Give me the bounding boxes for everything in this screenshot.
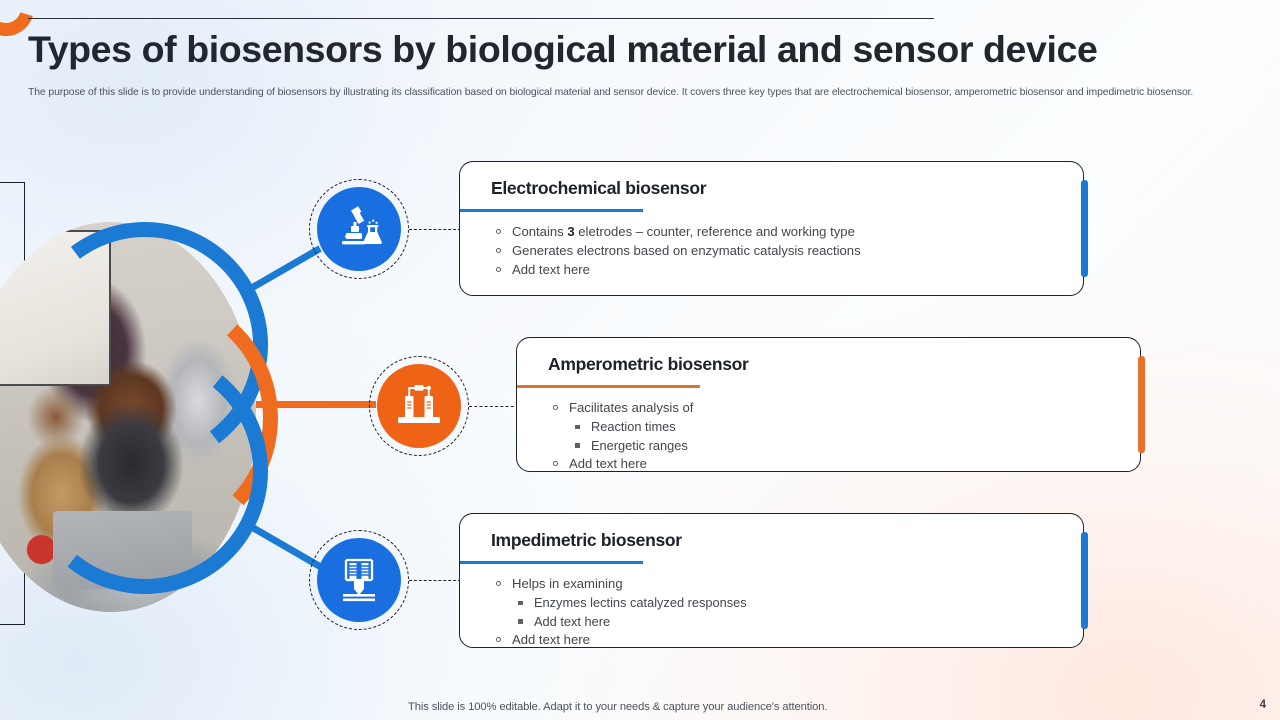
list-item: Contains 3 eletrodes – counter, referenc…: [460, 223, 1083, 241]
node-amperometric[interactable]: [369, 356, 469, 456]
card-impedimetric[interactable]: Impedimetric biosensor Helps in examinin…: [459, 513, 1088, 649]
page-subtitle: The purpose of this slide is to provide …: [28, 87, 1194, 98]
card-title: Electrochemical biosensor: [491, 178, 707, 198]
team-collaboration-photo: [0, 222, 256, 612]
footer-note: This slide is 100% editable. Adapt it to…: [408, 701, 828, 713]
card-bullet-list: Facilitates analysis of Reaction times E…: [517, 399, 1140, 473]
card-title-divider: [460, 561, 643, 565]
header-divider-rule: [28, 18, 934, 19]
card-accent-bar: [1138, 356, 1145, 453]
card-accent-bar: [1081, 180, 1088, 277]
photo-window-detail: [0, 229, 111, 386]
card-bullet-list: Contains 3 eletrodes – counter, referenc…: [460, 223, 1083, 279]
node-electrochemical[interactable]: [309, 179, 409, 279]
list-item: Generates electrons based on enzymatic c…: [460, 242, 1083, 260]
connector-line-2: [469, 406, 519, 407]
card-electrochemical[interactable]: Electrochemical biosensor Contains 3 ele…: [459, 161, 1088, 296]
card-title: Impedimetric biosensor: [491, 530, 682, 550]
card-title-divider: [460, 209, 643, 213]
page-number: 4: [1259, 699, 1266, 711]
list-item: Add text here: [460, 613, 1083, 631]
list-item: Enzymes lectins catalyzed responses: [460, 594, 1083, 612]
connector-line-3: [409, 580, 461, 581]
page-title: Types of biosensors by biological materi…: [28, 28, 1098, 70]
card-bullet-list: Helps in examining Enzymes lectins catal…: [460, 575, 1083, 649]
connector-line-1: [409, 229, 461, 230]
card-amperometric[interactable]: Amperometric biosensor Facilitates analy…: [516, 337, 1145, 473]
probe-sensor-icon: [334, 553, 384, 608]
node-impedimetric[interactable]: [309, 530, 409, 630]
list-item: Helps in examining: [460, 575, 1083, 593]
list-item: Add text here: [460, 261, 1083, 279]
list-item: Add text here: [517, 455, 1140, 473]
list-item: Add text here: [460, 631, 1083, 649]
card-title: Amperometric biosensor: [548, 354, 749, 374]
spoke-connector-middle: [256, 401, 376, 408]
photo-laptop-detail: [53, 510, 193, 589]
microscope-flask-icon: [334, 202, 384, 257]
card-title-divider: [517, 385, 700, 389]
list-item: Facilitates analysis of: [517, 399, 1140, 417]
list-item: Energetic ranges: [517, 437, 1140, 455]
electrode-circuit-icon: [393, 378, 445, 435]
list-item: Reaction times: [517, 418, 1140, 436]
card-accent-bar: [1081, 532, 1088, 629]
